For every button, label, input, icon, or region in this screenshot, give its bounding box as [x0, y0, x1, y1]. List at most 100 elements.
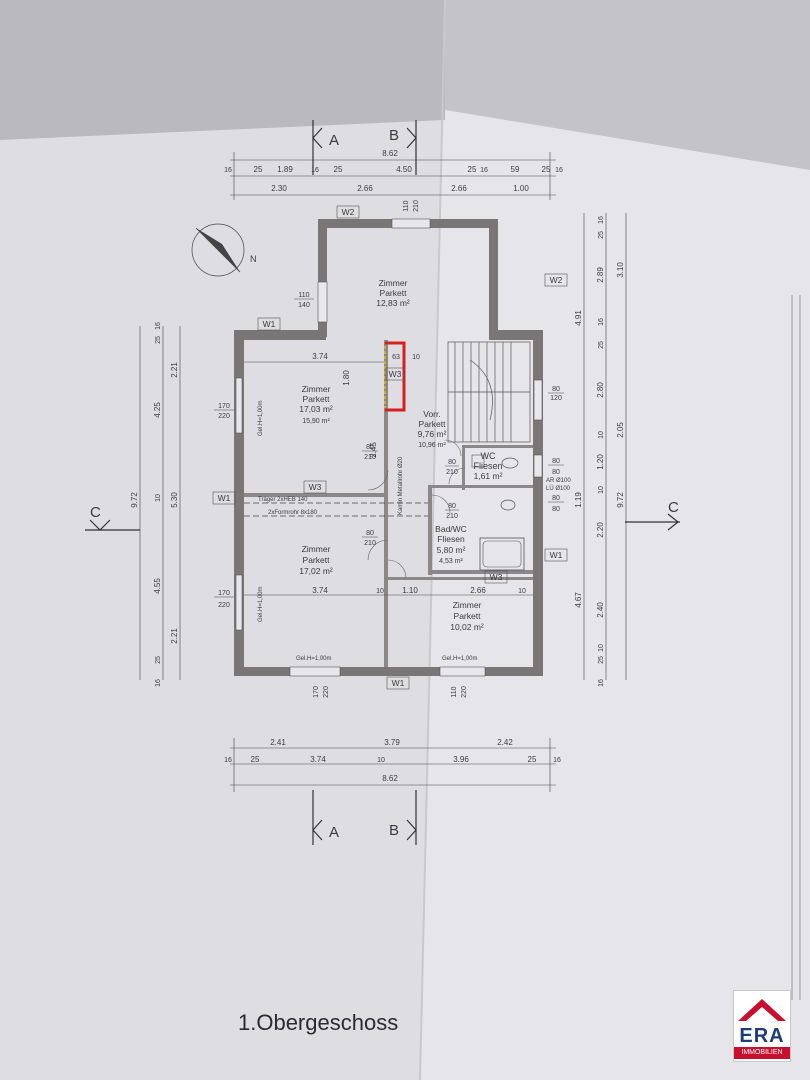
right-dimension-lines — [583, 213, 627, 680]
pipe-note: 2xFormrohr 8x180 — [268, 510, 318, 516]
svg-text:2.80: 2.80 — [596, 382, 605, 398]
svg-text:3.10: 3.10 — [616, 262, 625, 278]
section-label-c: C — [668, 499, 679, 516]
section-label-c: C — [90, 504, 101, 521]
room-name: Bad/WC — [435, 524, 467, 534]
svg-text:9.72: 9.72 — [616, 492, 625, 508]
room-area-alt: 10,96 m² — [418, 442, 446, 449]
adjacent-sheet-edge — [791, 295, 801, 1000]
svg-text:80: 80 — [552, 386, 560, 393]
fold-line — [419, 0, 446, 1080]
svg-text:220: 220 — [323, 686, 330, 698]
room-name: Zimmer — [302, 384, 331, 394]
svg-text:2.45: 2.45 — [369, 442, 378, 458]
svg-text:25: 25 — [542, 165, 551, 174]
window-label: W1 — [550, 550, 563, 560]
svg-text:10: 10 — [598, 644, 605, 652]
svg-text:80: 80 — [552, 506, 560, 513]
window-label: W3 — [490, 572, 503, 582]
svg-text:16: 16 — [480, 167, 488, 174]
svg-text:25: 25 — [155, 656, 162, 664]
svg-text:2.05: 2.05 — [616, 422, 625, 438]
svg-text:220: 220 — [218, 413, 230, 420]
svg-text:80: 80 — [552, 458, 560, 465]
svg-text:140: 140 — [298, 302, 310, 309]
room-area: 10,02 m² — [450, 622, 484, 632]
room-area-alt: 4,53 m² — [439, 558, 463, 565]
section-label-a: A — [329, 132, 339, 149]
era-logo: ERA IMMOBILIEN — [733, 990, 791, 1062]
logo-brand: ERA — [739, 1025, 785, 1047]
svg-text:4.67: 4.67 — [574, 592, 583, 608]
svg-text:16: 16 — [598, 679, 605, 687]
room-floor: Parkett — [454, 611, 482, 621]
svg-text:1.80: 1.80 — [342, 370, 351, 386]
svg-text:80: 80 — [552, 469, 560, 476]
svg-text:10: 10 — [412, 354, 420, 361]
room-floor: Parkett — [380, 288, 408, 298]
svg-text:80: 80 — [448, 459, 456, 466]
bathtub-inner — [482, 540, 522, 568]
room-area: 17,02 m² — [299, 566, 333, 576]
bottom-dimension-lines — [230, 738, 556, 792]
left-dimension-lines — [139, 326, 181, 680]
svg-text:63: 63 — [392, 354, 400, 361]
interior-dims: 3.74 1.80 63 10 2.45 3.74 1.10 2.66 10 1… — [244, 352, 533, 596]
svg-text:16: 16 — [598, 216, 605, 224]
chimney-note: Kamin Metallrohr Ø20 — [398, 456, 404, 515]
svg-text:16: 16 — [311, 167, 319, 174]
svg-text:5.30: 5.30 — [170, 492, 179, 508]
svg-text:3.96: 3.96 — [453, 755, 469, 764]
svg-text:80: 80 — [448, 503, 456, 510]
room-area: 9,76 m² — [418, 429, 447, 439]
svg-text:80: 80 — [366, 444, 374, 451]
svg-text:9.72: 9.72 — [130, 492, 139, 508]
stairs — [447, 341, 531, 443]
bath-toilet — [500, 499, 516, 511]
svg-text:3.74: 3.74 — [312, 586, 328, 595]
sill-note: Gel.H=1,00m — [442, 656, 478, 662]
svg-text:3.74: 3.74 — [312, 352, 328, 361]
room-floor: Fliesen — [473, 461, 502, 471]
svg-text:2.89: 2.89 — [596, 267, 605, 283]
svg-text:16: 16 — [555, 167, 563, 174]
right-dimensions: 4.91 1.19 4.67 16 25 2.89 16 25 2.80 10 … — [574, 216, 625, 687]
svg-text:25: 25 — [155, 336, 162, 344]
svg-text:25: 25 — [251, 755, 260, 764]
svg-text:2.30: 2.30 — [271, 184, 287, 193]
svg-text:210: 210 — [446, 513, 458, 520]
section-label-b: B — [389, 127, 399, 144]
section-labels: A B A B C C — [90, 127, 679, 841]
door-swings — [367, 439, 466, 579]
top-dimension-lines — [230, 152, 556, 200]
svg-text:170: 170 — [218, 403, 230, 410]
annotations: Träger 2xHEB 140 2xFormrohr 8x180 Kamin … — [258, 400, 571, 662]
roof-icon — [738, 999, 786, 1021]
paper-left-fold — [0, 0, 445, 1080]
room-area: 5,80 m² — [437, 545, 466, 555]
room-labels: Zimmer Parkett 12,83 m² Zimmer Parkett 1… — [299, 278, 502, 632]
svg-text:170: 170 — [218, 590, 230, 597]
svg-text:16: 16 — [224, 757, 232, 764]
room-floor: Fliesen — [437, 534, 465, 544]
svg-text:25: 25 — [254, 165, 263, 174]
svg-text:120: 120 — [550, 395, 562, 402]
svg-text:170: 170 — [313, 686, 320, 698]
window-label: W1 — [392, 678, 405, 688]
svg-text:1.10: 1.10 — [402, 586, 418, 595]
svg-text:210: 210 — [364, 540, 376, 547]
sill-note: Gel.H=1,00m — [296, 656, 332, 662]
svg-text:2.42: 2.42 — [497, 738, 513, 747]
svg-text:2.40: 2.40 — [596, 602, 605, 618]
svg-text:4.55: 4.55 — [153, 578, 162, 594]
svg-text:2.66: 2.66 — [357, 184, 373, 193]
room-name: Vorr. — [423, 409, 440, 419]
interior-walls — [244, 340, 533, 667]
page-title: 1.Obergeschoss — [238, 1010, 399, 1035]
svg-text:80: 80 — [552, 495, 560, 502]
svg-text:25: 25 — [528, 755, 537, 764]
room-floor: Parkett — [419, 419, 447, 429]
section-markers — [85, 120, 680, 845]
lue-note: LÜ Ø100 — [546, 485, 571, 492]
